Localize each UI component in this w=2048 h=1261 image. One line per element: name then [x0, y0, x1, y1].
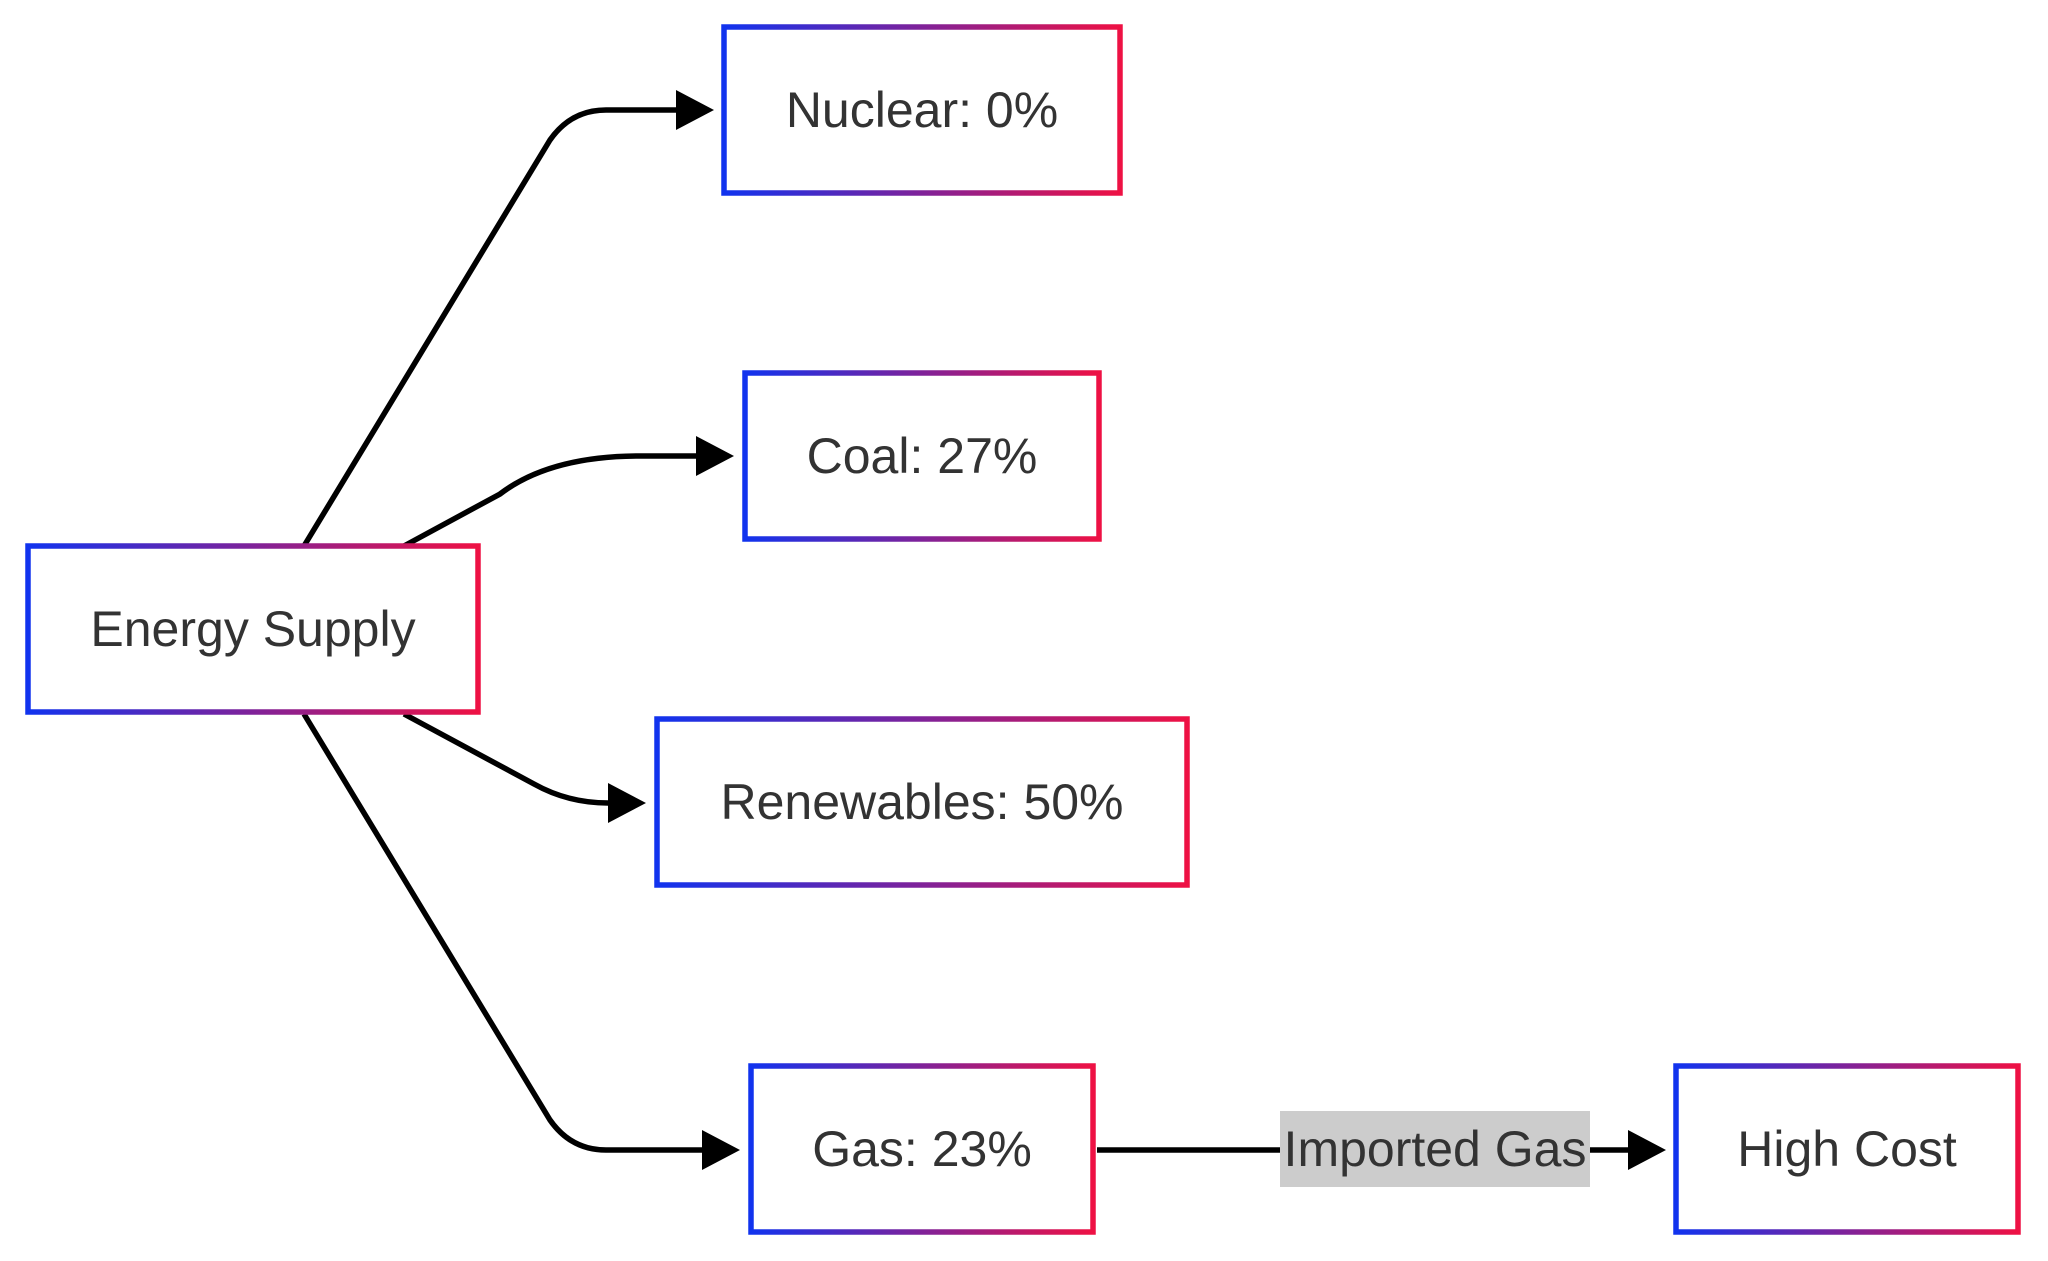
arrowhead-nuclear [676, 90, 714, 130]
node-renewables-box [654, 716, 1190, 888]
node-coal[interactable]: Coal: 27% [742, 370, 1102, 542]
nodes: Energy Supply Nuclear: 0% Coal: 27% Rene… [25, 24, 2021, 1235]
arrowhead-highcost [1628, 1130, 1666, 1170]
node-renewables-label: Renewables: 50% [720, 774, 1123, 830]
node-nuclear-label: Nuclear: 0% [786, 82, 1058, 138]
edge-label-background [1280, 1111, 1590, 1187]
node-gas[interactable]: Gas: 23% [748, 1063, 1096, 1235]
edge-energy-to-coal [402, 453, 696, 549]
edges: Imported Gas [301, 90, 1666, 1187]
arrowhead-renewables [608, 783, 646, 823]
edge-label-imported-gas: Imported Gas [1280, 1111, 1590, 1187]
node-renewables[interactable]: Renewables: 50% [654, 716, 1190, 888]
edge-energy-to-renewables [402, 711, 609, 806]
edge-energy-to-gas [301, 712, 702, 1153]
node-high-cost[interactable]: High Cost [1673, 1063, 2021, 1235]
node-high-cost-box [1673, 1063, 2021, 1235]
node-high-cost-label: High Cost [1737, 1121, 1957, 1177]
node-energy-supply-box [25, 543, 481, 715]
node-gas-box [748, 1063, 1096, 1235]
edge-energy-to-nuclear [301, 107, 676, 548]
node-coal-box [742, 370, 1102, 542]
arrowhead-coal [696, 436, 734, 476]
edge-label-text: Imported Gas [1284, 1121, 1587, 1177]
arrowhead-gas [702, 1130, 740, 1170]
node-gas-label: Gas: 23% [812, 1121, 1032, 1177]
node-energy-supply[interactable]: Energy Supply [25, 543, 481, 715]
node-coal-label: Coal: 27% [807, 428, 1038, 484]
node-nuclear[interactable]: Nuclear: 0% [721, 24, 1123, 196]
node-nuclear-box [721, 24, 1123, 196]
node-energy-supply-label: Energy Supply [90, 601, 415, 657]
